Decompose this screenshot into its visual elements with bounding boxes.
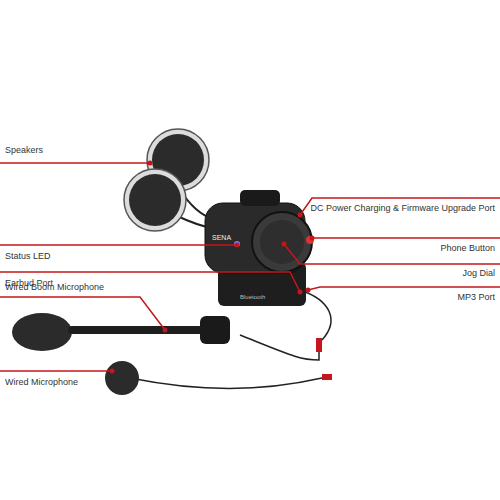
leader-line (0, 162, 150, 164)
status-led (234, 241, 240, 247)
phone-button (306, 236, 314, 244)
boom-rod (68, 326, 208, 334)
wired-mic-foam (105, 361, 139, 395)
mic-wire (130, 378, 322, 389)
boom-pad (200, 316, 230, 344)
part-label: Jog Dial (462, 268, 495, 279)
cable (300, 290, 331, 340)
part-label: Wired Microphone (5, 377, 78, 388)
leader-line (0, 370, 112, 372)
leader-dot (110, 369, 115, 374)
brand-mark: Bluetooth (240, 292, 265, 303)
leader-lines (0, 163, 500, 371)
leader-dot (163, 328, 168, 333)
leader-line (308, 287, 500, 290)
part-label: Wired Boom Microphone (5, 282, 104, 293)
part-label: Status LED (5, 251, 51, 262)
part-label: Phone Button (440, 243, 495, 254)
leader-dot (282, 242, 287, 247)
cable (240, 335, 319, 360)
part-label: DC Power Charging & Firmware Upgrade Por… (310, 203, 495, 214)
part-label: Speakers (5, 145, 43, 156)
leader-line (0, 244, 237, 246)
speaker (124, 169, 186, 231)
leader-line (284, 244, 500, 264)
leader-dot (310, 236, 315, 241)
connector (316, 338, 322, 352)
leader-dot (298, 290, 303, 295)
leader-line (300, 198, 500, 215)
brand-logo: SENA (212, 232, 231, 243)
jog-dial (252, 212, 312, 272)
leader-dots (110, 161, 315, 374)
leader-line (312, 237, 500, 239)
connector (322, 374, 332, 380)
leader-dot (298, 213, 303, 218)
leader-dot (148, 161, 153, 166)
jog-dial-center (260, 220, 304, 264)
leader-dot (235, 243, 240, 248)
leader-line (0, 272, 300, 292)
speaker-grille (129, 174, 181, 226)
boom-mic-foam (12, 313, 72, 351)
leader-dot (306, 288, 311, 293)
unit-top (240, 190, 280, 206)
leader-line (0, 297, 165, 330)
part-label: MP3 Port (457, 292, 495, 303)
